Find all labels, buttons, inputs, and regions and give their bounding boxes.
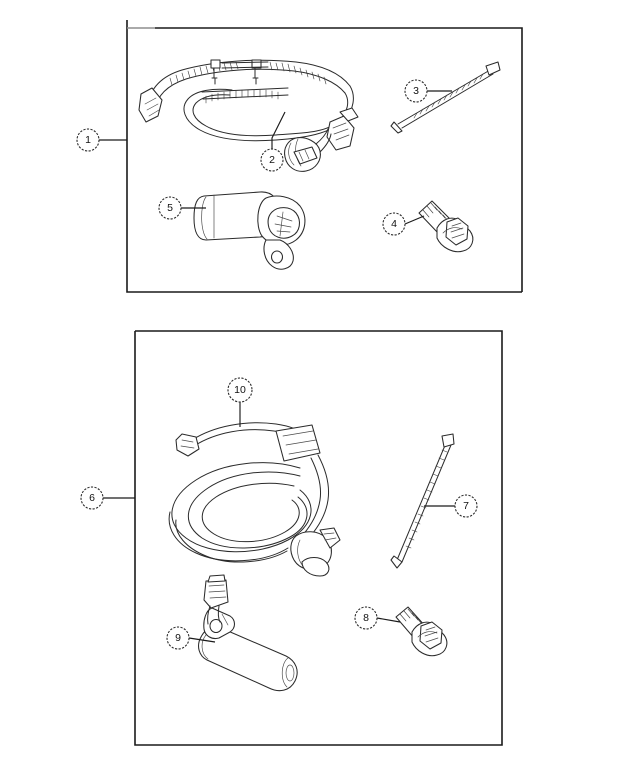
callout-3-label: 3 <box>413 85 419 97</box>
heater-element-bracket-lower <box>203 607 236 639</box>
power-cord-plug-right <box>290 527 341 577</box>
harness-clip-2 <box>251 59 262 85</box>
callout-leaders <box>99 90 455 643</box>
callout-6[interactable]: 6 <box>80 486 104 510</box>
part-hex-flange-bolt-lower <box>395 606 448 657</box>
part-heater-cord-harness <box>138 59 359 172</box>
callout-2-label: 2 <box>269 154 275 166</box>
callout-5-label: 5 <box>167 202 173 214</box>
power-cord-plug-left <box>175 433 200 457</box>
callout-8[interactable]: 8 <box>354 606 378 630</box>
lower-assembly-panel <box>134 330 503 746</box>
power-cord-inline-box <box>275 424 321 462</box>
upper-assembly-panel <box>126 20 523 293</box>
part-cable-tie-lower <box>390 433 455 569</box>
callout-8-label: 8 <box>363 612 369 624</box>
upper-panel-top-right-border <box>155 27 523 292</box>
harness-connector-a <box>284 137 321 172</box>
callout-4[interactable]: 4 <box>382 212 406 236</box>
part-hex-flange-bolt-upper <box>418 200 474 253</box>
harness-clip-1 <box>210 59 221 85</box>
callout-4-label: 4 <box>391 218 397 230</box>
heater-element-plug-lower <box>203 574 229 609</box>
part-heater-element-upper <box>193 191 306 270</box>
callout-1-label: 1 <box>85 134 91 146</box>
callout-10-label: 10 <box>234 384 246 396</box>
callout-7-label: 7 <box>463 500 469 512</box>
callout-10[interactable]: 10 <box>227 377 253 403</box>
upper-panel-left-bottom-border <box>126 20 522 293</box>
part-heater-element-lower <box>198 574 298 692</box>
part-power-cord <box>168 422 341 577</box>
callout-2[interactable]: 2 <box>260 148 284 172</box>
harness-connector-b <box>326 107 359 151</box>
callout-5[interactable]: 5 <box>158 196 182 220</box>
leader-2 <box>271 111 286 149</box>
callout-6-label: 6 <box>89 492 95 504</box>
leader-4 <box>404 215 425 225</box>
callout-9-label: 9 <box>175 632 181 644</box>
callout-9[interactable]: 9 <box>166 626 190 650</box>
heater-element-head-upper <box>257 195 306 270</box>
part-cable-tie-upper <box>390 61 501 134</box>
callout-1[interactable]: 1 <box>76 128 100 152</box>
callout-bubbles: 1 2 3 4 5 6 7 <box>76 79 478 650</box>
lower-panel-left-bottom-border <box>134 331 365 746</box>
leader-8 <box>376 617 401 623</box>
callout-3[interactable]: 3 <box>404 79 428 103</box>
callout-7[interactable]: 7 <box>454 494 478 518</box>
lower-panel-outline <box>135 330 503 746</box>
leader-9 <box>188 637 216 643</box>
